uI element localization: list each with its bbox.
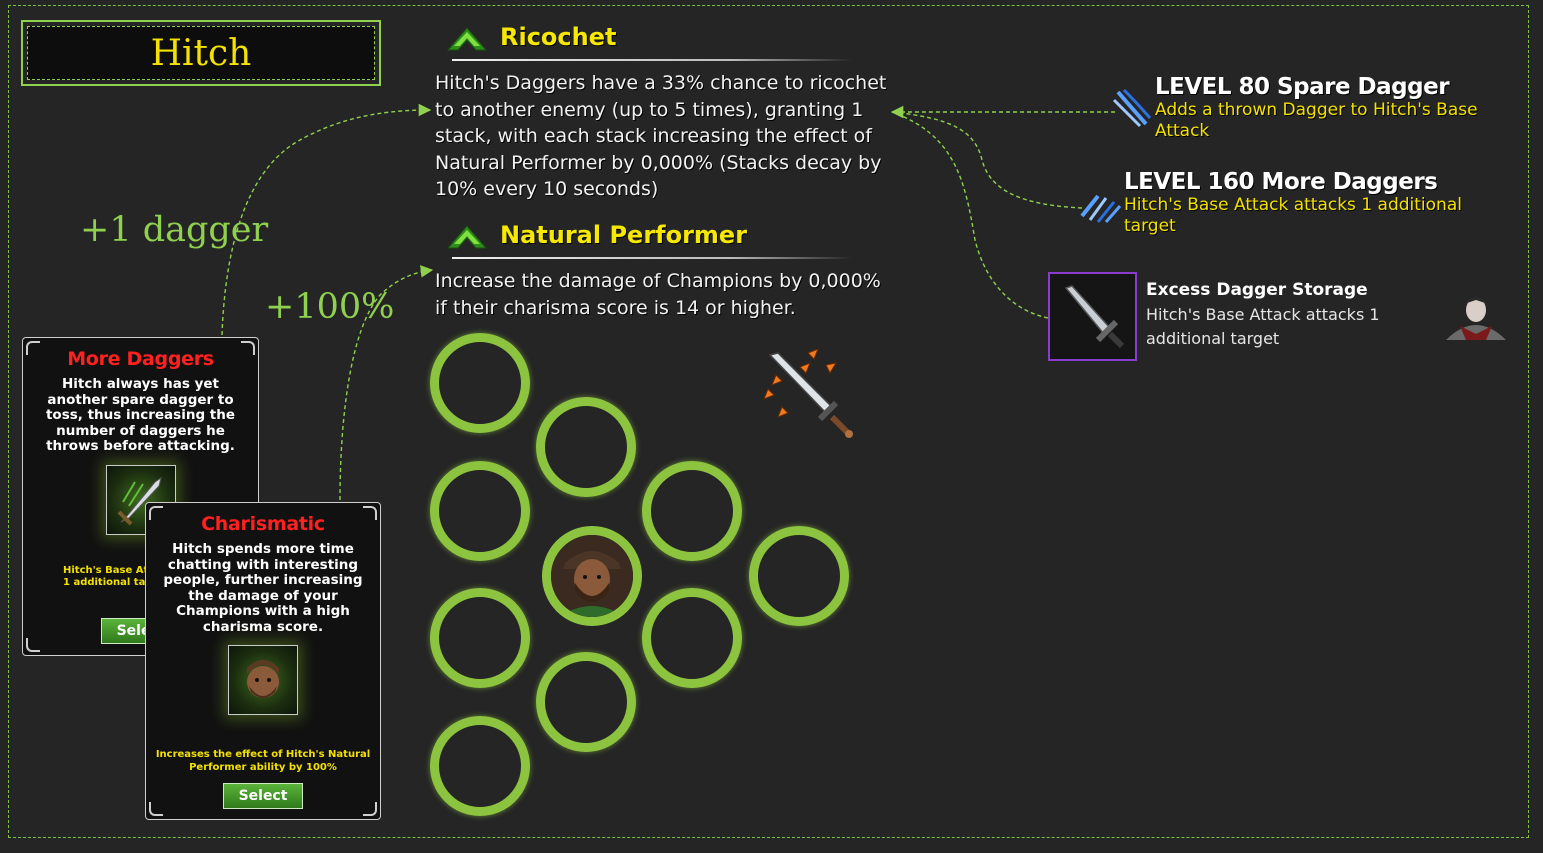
formation-slot[interactable] <box>430 588 530 688</box>
ability-natural-performer-description: Increase the damage of Champions by 0,00… <box>435 270 881 319</box>
chevron-up-icon <box>446 27 488 51</box>
upgrade-title: LEVEL 80 Spare Dagger <box>1155 74 1450 100</box>
formation-slot[interactable] <box>430 461 530 561</box>
specialization-card-charismatic: Charismatic Hitch spends more time chatt… <box>145 502 381 820</box>
divider <box>452 257 852 259</box>
card-effect: Increases the effect of Hitch's Natural … <box>155 749 371 773</box>
champion-name: Hitch <box>27 26 375 80</box>
page-frame <box>8 5 1529 838</box>
chevron-up-icon <box>446 225 488 249</box>
upgrade-title: LEVEL 160 More Daggers <box>1124 169 1438 195</box>
item-title: Excess Dagger Storage <box>1146 280 1368 300</box>
formation-slot[interactable] <box>749 526 849 626</box>
divider <box>452 59 852 61</box>
card-description: Hitch spends more time chatting with int… <box>163 541 363 635</box>
daggers-icon <box>105 464 176 535</box>
ability-natural-performer-header: Natural Performer <box>446 220 747 250</box>
card-title: More Daggers <box>67 348 214 370</box>
vampire-avatar-icon <box>1446 297 1506 340</box>
select-charismatic-button[interactable]: Select <box>223 783 303 809</box>
item-description: Hitch's Base Attack attacks 1 additional… <box>1146 305 1380 348</box>
ability-ricochet-header: Ricochet <box>446 22 616 52</box>
hitch-portrait-slot[interactable] <box>542 526 642 626</box>
item-slot[interactable] <box>1048 272 1137 361</box>
ability-ricochet-description: Hitch's Daggers have a 33% chance to ric… <box>435 72 887 200</box>
formation-slot[interactable] <box>642 588 742 688</box>
formation-slot[interactable] <box>536 652 636 752</box>
card-title: Charismatic <box>201 513 325 535</box>
upgrade-description: Adds a thrown Dagger to Hitch's Base Att… <box>1155 100 1478 141</box>
formation-slot[interactable] <box>430 716 530 816</box>
spare-dagger-icon <box>1112 88 1152 128</box>
percent-annotation: +100% <box>265 287 395 327</box>
dagger-annotation: +1 dagger <box>80 210 269 250</box>
formation-slot[interactable] <box>430 333 530 433</box>
formation-slot[interactable] <box>642 461 742 561</box>
champion-portrait-icon <box>551 535 633 617</box>
formation-slot[interactable] <box>536 397 636 497</box>
ability-natural-performer-name: Natural Performer <box>500 221 748 249</box>
sword-icon <box>1064 284 1124 348</box>
card-effect: Hitch's Base Attack attacks 1 additional… <box>63 564 218 589</box>
upgrade-description: Hitch's Base Attack attacks 1 additional… <box>1124 195 1462 236</box>
ricochet-sword-icon <box>763 348 853 438</box>
upgrade-level-80: LEVEL 80 Spare Dagger Adds a thrown Dagg… <box>1155 74 1515 142</box>
charisma-face-icon <box>228 645 298 715</box>
champion-title-box: Hitch <box>21 20 381 86</box>
upgrade-level-160: LEVEL 160 More Daggers Hitch's Base Atta… <box>1124 169 1504 237</box>
more-daggers-icon <box>1080 194 1122 223</box>
ability-ricochet-name: Ricochet <box>500 23 617 51</box>
card-description: Hitch always has yet another spare dagge… <box>45 376 236 454</box>
